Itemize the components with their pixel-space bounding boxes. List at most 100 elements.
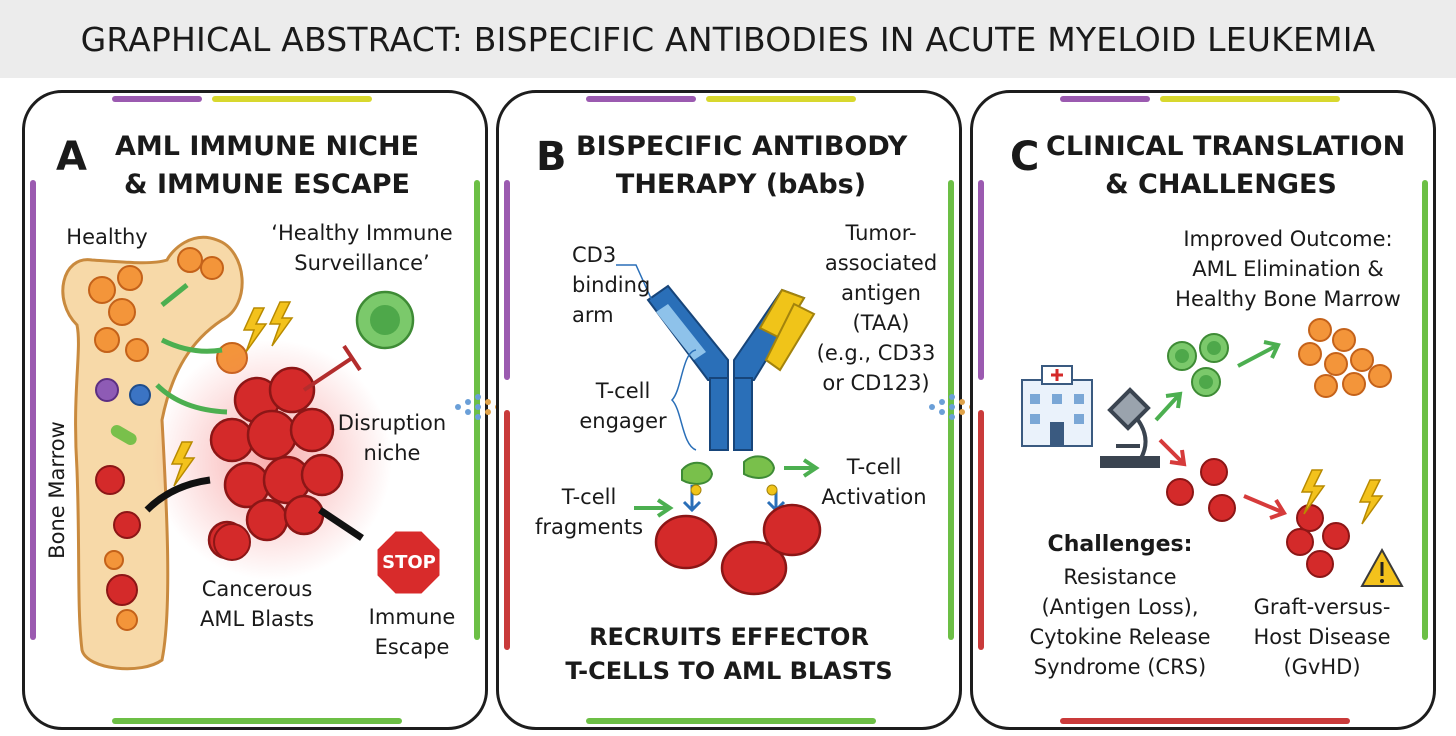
page-title: GRAPHICAL ABSTRACT: BISPECIFIC ANTIBODIE… [80, 19, 1376, 59]
antibody-stem-right [733, 377, 753, 451]
panel-c-heading-line1: CLINICAL TRANSLATION [1046, 131, 1406, 162]
challenges-line3: Cytokine Release [1029, 625, 1211, 649]
microscope-icon [1100, 387, 1160, 468]
label-activation-line2: Activation [821, 485, 927, 509]
healthy-cells-c [1298, 318, 1392, 398]
green-arrow [1154, 391, 1183, 422]
frame-strip-left-purple [978, 180, 984, 380]
red-cell-bone-3 [106, 574, 138, 606]
label-taa-line4: (TAA) [852, 311, 910, 335]
frame-strip-left-red [504, 410, 510, 650]
t-cell-fragment [743, 455, 776, 479]
green-arrow [160, 337, 223, 354]
frame-strip-right-green [948, 180, 954, 640]
label-engager-line1: T-cell [595, 379, 651, 403]
lightning-icon [1300, 469, 1326, 515]
label-taa-line1: Tumor- [845, 221, 917, 245]
panel-c-letter: C [1010, 134, 1040, 180]
gvhd-line2: Host Disease [1253, 625, 1391, 649]
frame-strip-bottom-green [112, 718, 402, 724]
inhibition-line [302, 356, 354, 392]
clinical-illustration [1021, 318, 1404, 587]
red-arrow [1158, 438, 1187, 467]
label-healthy: Healthy [66, 225, 148, 249]
frame-strip-left-purple [504, 180, 510, 380]
panel-a: A AML IMMUNE NICHE & IMMUNE ESCAPE [22, 90, 488, 730]
lightning-icon [242, 307, 268, 353]
gvhd-line3: (GvHD) [1283, 655, 1361, 679]
panel-c: C CLINICAL TRANSLATION & CHALLENGES [970, 90, 1436, 730]
title-bar [0, 0, 1456, 78]
green-arrow [634, 498, 674, 518]
green-arrow [784, 458, 820, 478]
inhibition-bar [342, 344, 362, 372]
panel-c-heading-line2: & CHALLENGES [1105, 169, 1337, 200]
panel-b-letter: B [536, 134, 567, 180]
frame-strip-left-purple [30, 180, 36, 640]
aml-blasts-c [1166, 458, 1350, 578]
frame-strip-top-yellow [212, 96, 372, 102]
lightning-icon [268, 301, 294, 347]
frame-strip-left-red [978, 410, 984, 650]
label-taa-line6: or CD123) [822, 371, 930, 395]
label-disruption-line1: Disruption [337, 411, 447, 435]
black-arrow [318, 507, 364, 541]
purple-cell [95, 378, 119, 402]
receptor-yellow [690, 484, 702, 496]
engager-brace [670, 349, 697, 451]
green-arrow [155, 383, 228, 415]
red-arrow [1243, 494, 1287, 520]
blue-cell [129, 384, 151, 406]
frame-strip-right-green [474, 180, 480, 640]
challenges-title: Challenges: [1047, 532, 1193, 557]
frame-strip-top-purple [586, 96, 696, 102]
label-escape-line1: Immune [368, 605, 456, 629]
lightning-icon [1358, 479, 1384, 525]
frame-strip-bottom-green [586, 718, 876, 724]
lightning-icon [170, 441, 196, 487]
frame-strip-top-yellow [1160, 96, 1340, 102]
green-arrow [1237, 340, 1281, 368]
label-outcome-line1: Improved Outcome: [1183, 227, 1393, 251]
panel-a-illustration [61, 235, 443, 671]
green-rod-cell [110, 425, 137, 445]
label-blasts-line1: Cancerous [201, 577, 313, 601]
antibody-illustration [616, 264, 822, 596]
panel-b-heading-line1: BISPECIFIC ANTIBODY [576, 131, 908, 162]
panel-b: B BISPECIFIC ANTIBODY THERAPY (bAbs) [496, 90, 962, 730]
label-cd3-line3: arm [572, 303, 614, 327]
label-taa-line2: associated [824, 251, 938, 275]
label-blasts-line2: AML Blasts [199, 607, 315, 631]
panel-b-heading-line2: THERAPY (bAbs) [615, 169, 867, 200]
challenges-line1: Resistance [1063, 565, 1177, 589]
frame-strip-top-purple [112, 96, 202, 102]
gvhd-line1: Graft-versus- [1253, 595, 1391, 619]
frame-strip-top-yellow [706, 96, 856, 102]
frame-strip-top-purple [1060, 96, 1150, 102]
label-escape-line2: Escape [374, 635, 450, 659]
t-cell-nucleus [370, 305, 400, 335]
panel-a-letter: A [56, 134, 87, 180]
label-surveillance-line1: ‘Healthy Immune [271, 221, 453, 245]
red-cell-bone-1 [95, 465, 125, 495]
label-cd3-line1: CD3 [572, 243, 617, 267]
cd3-leader-line [616, 264, 655, 306]
label-activation-line1: T-cell [846, 455, 902, 479]
antibody-stem-left [709, 377, 729, 451]
black-arrow [144, 476, 211, 513]
label-fragments-line1: T-cell [561, 485, 617, 509]
challenges-line2: (Antigen Loss), [1041, 595, 1199, 619]
green-arrow [160, 283, 189, 307]
label-engager-line2: engager [579, 409, 667, 433]
receptor-yellow [766, 484, 778, 496]
stop-sign-icon [374, 528, 443, 597]
t-cell-fragment [681, 461, 714, 485]
label-taa-line3: antigen [841, 281, 921, 305]
label-cd3-line2: binding [572, 273, 651, 297]
label-disruption-line2: niche [363, 441, 421, 465]
stop-sign-label: STOP [382, 552, 436, 573]
antibody-taa-tip2 [764, 302, 816, 372]
recruits-line2: T-CELLS TO AML BLASTS [565, 657, 893, 685]
antibody-cd3-arm-light [656, 304, 706, 360]
frame-strip-right-green [1422, 180, 1428, 640]
